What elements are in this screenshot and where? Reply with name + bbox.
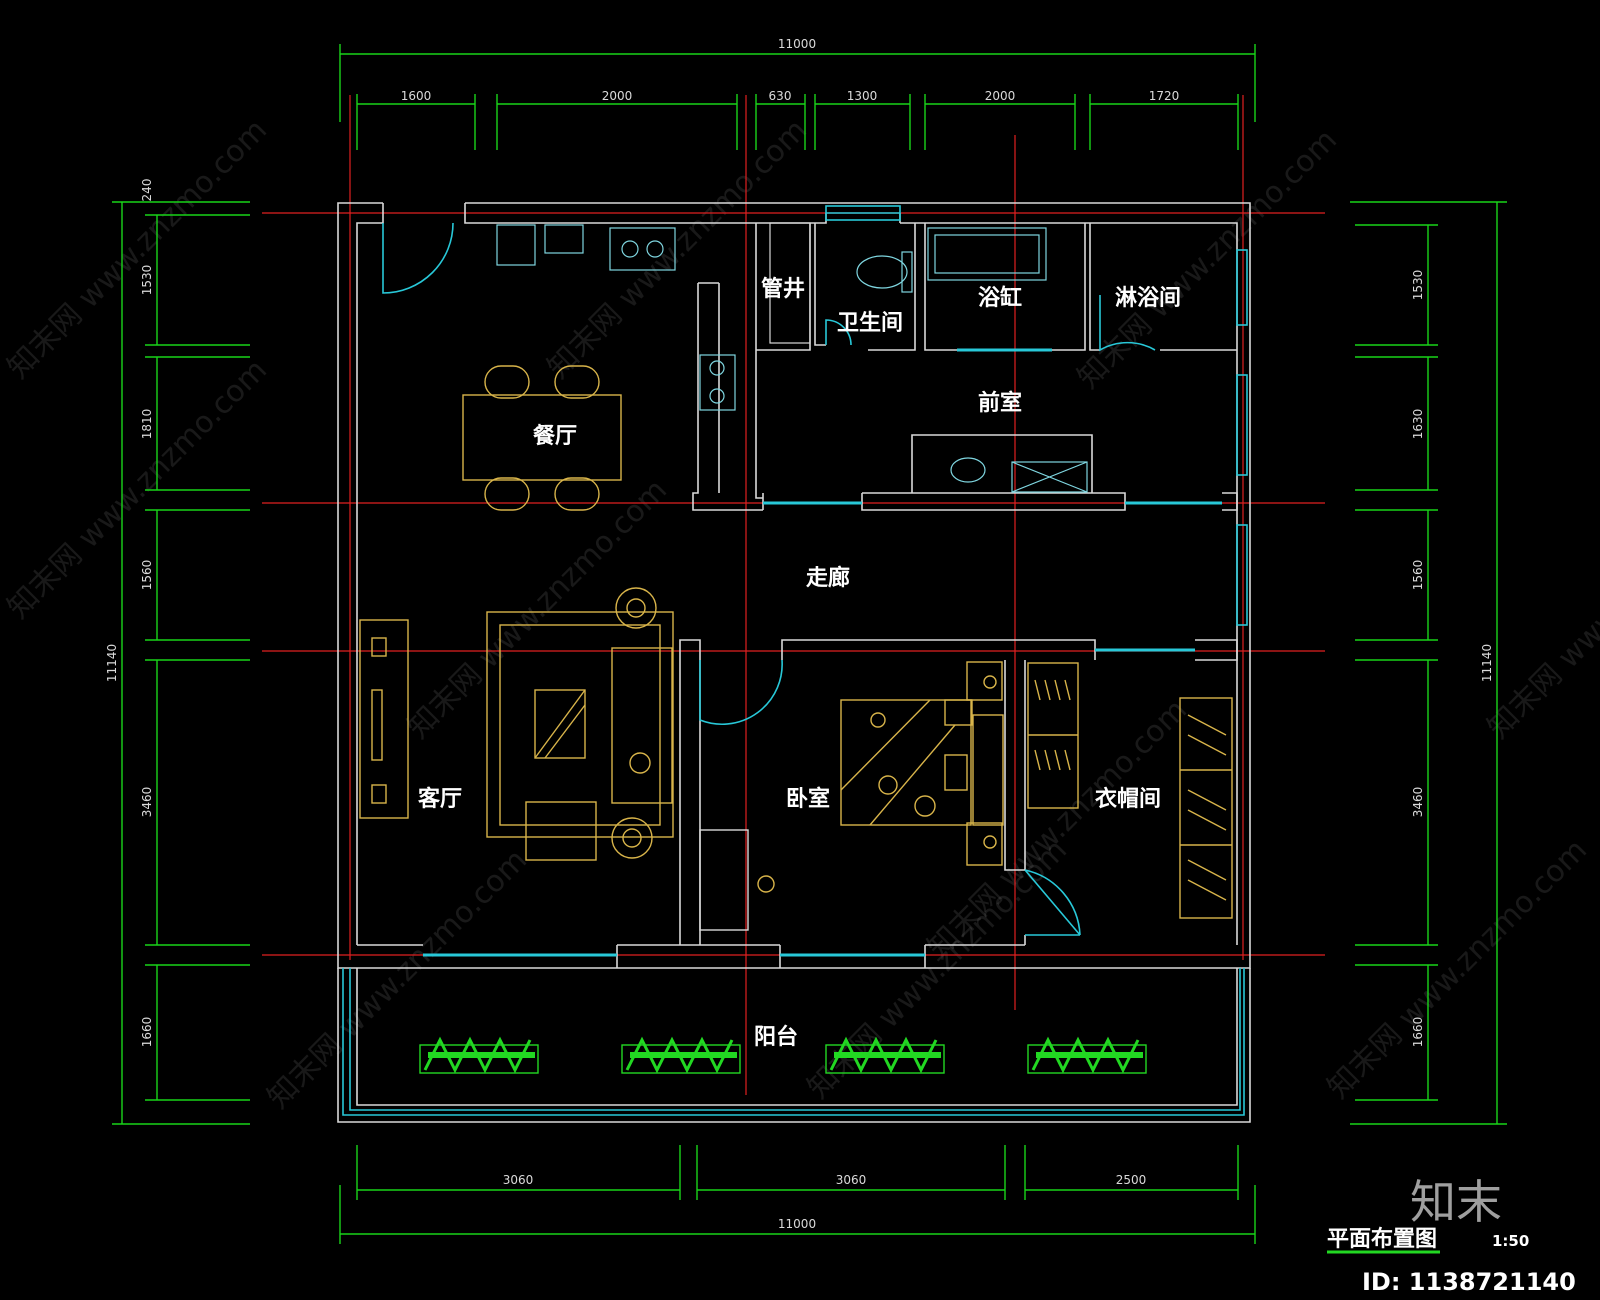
watermark: 知末网 www.znzmo.com bbox=[401, 473, 674, 746]
label-keting: 客厅 bbox=[418, 786, 462, 812]
dim-right-2: 1630 bbox=[1411, 409, 1425, 440]
dining-table bbox=[462, 365, 622, 511]
label-yangtai: 阳台 bbox=[754, 1024, 798, 1050]
bathtub bbox=[927, 227, 1047, 281]
watermark: 知末网 www.znzmo.com bbox=[261, 843, 534, 1116]
dim-top-4: 1300 bbox=[847, 89, 878, 103]
washbasin bbox=[950, 457, 986, 483]
dim-right-1: 1530 bbox=[1411, 270, 1425, 301]
dim-top-3: 630 bbox=[769, 89, 792, 103]
id-label: ID: 1138721140 bbox=[1362, 1268, 1576, 1296]
planter bbox=[1027, 1036, 1147, 1074]
dim-bottom-3: 2500 bbox=[1116, 1173, 1147, 1187]
kitchen-sink bbox=[609, 227, 676, 271]
dimension-lines bbox=[112, 44, 1507, 1244]
dim-top-6: 1720 bbox=[1149, 89, 1180, 103]
dim-left-4: 1560 bbox=[140, 560, 154, 591]
dim-left-2: 1530 bbox=[140, 265, 154, 296]
watermark: 知末网 www.znzmo.com bbox=[1071, 123, 1344, 396]
fridge bbox=[496, 224, 536, 266]
watermark: 知末网 www.znzmo.com bbox=[921, 693, 1194, 966]
dim-left-5: 3460 bbox=[140, 787, 154, 818]
label-woshi: 卧室 bbox=[786, 786, 830, 812]
toilet bbox=[856, 255, 908, 289]
drawing-scale: 1:50 bbox=[1492, 1232, 1529, 1250]
dim-top-total: 11000 bbox=[778, 37, 816, 51]
dim-right-5: 1660 bbox=[1411, 1017, 1425, 1048]
stove bbox=[699, 354, 736, 411]
furniture bbox=[359, 365, 1233, 931]
dim-right-total: 11140 bbox=[1480, 644, 1494, 682]
watermark: 知末网 www.znzmo.com bbox=[1321, 833, 1594, 1106]
room-labels: 管井 卫生间 浴缸 淋浴间 前室 餐厅 走廊 客厅 卧室 衣帽间 阳台 bbox=[418, 276, 1181, 1050]
watermark: 知末网 www.znzmo.com bbox=[1481, 473, 1600, 746]
label-guanjing: 管井 bbox=[761, 276, 805, 302]
tv-cabinet bbox=[359, 619, 409, 819]
label-linyujian: 淋浴间 bbox=[1115, 285, 1181, 311]
closet-racks bbox=[1027, 662, 1233, 919]
desk bbox=[699, 829, 775, 931]
walls bbox=[337, 202, 1251, 1123]
dim-left-total: 11140 bbox=[105, 644, 119, 682]
dim-left-3: 1810 bbox=[140, 409, 154, 440]
fixtures bbox=[496, 222, 1088, 493]
drawing-title: 平面布置图 bbox=[1327, 1226, 1437, 1252]
title-block: 知末 平面布置图 1:50 ID: 1138721140 bbox=[1327, 1175, 1576, 1296]
dimension-labels: 11000 1600 2000 630 1300 2000 1720 3060 … bbox=[105, 37, 1494, 1231]
watermark: 知末网 www.znzmo.com bbox=[541, 113, 814, 386]
planter bbox=[419, 1036, 539, 1074]
dim-bottom-total: 11000 bbox=[778, 1217, 816, 1231]
dim-bottom-2: 3060 bbox=[836, 1173, 867, 1187]
windows bbox=[342, 205, 1248, 1116]
label-yimaojian: 衣帽间 bbox=[1095, 786, 1161, 812]
dim-top-1: 1600 bbox=[401, 89, 432, 103]
bed bbox=[840, 661, 1004, 866]
label-weishengjian: 卫生间 bbox=[837, 311, 903, 336]
label-yugang: 浴缸 bbox=[978, 285, 1022, 311]
dim-right-4: 3460 bbox=[1411, 787, 1425, 818]
dim-left-6: 1660 bbox=[140, 1017, 154, 1048]
watermark: 知末网 www.znzmo.com bbox=[1, 353, 274, 626]
label-zoulang: 走廊 bbox=[806, 565, 850, 591]
planters bbox=[419, 1036, 1147, 1074]
logo-text: 知末 bbox=[1410, 1175, 1502, 1229]
sofa-set bbox=[486, 587, 674, 861]
label-qianshi: 前室 bbox=[978, 390, 1022, 416]
planter bbox=[825, 1036, 945, 1074]
planter bbox=[621, 1036, 741, 1074]
dim-right-3: 1560 bbox=[1411, 560, 1425, 591]
dim-bottom-1: 3060 bbox=[503, 1173, 534, 1187]
label-canting: 餐厅 bbox=[533, 424, 577, 449]
dim-top-5: 2000 bbox=[985, 89, 1016, 103]
dim-left-1: 240 bbox=[140, 179, 154, 202]
dim-top-2: 2000 bbox=[602, 89, 633, 103]
